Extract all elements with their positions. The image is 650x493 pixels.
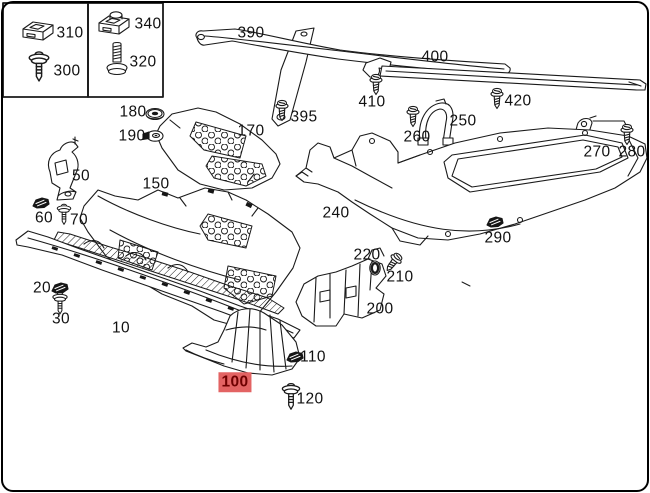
part-label-60[interactable]: 60 bbox=[34, 209, 54, 227]
part-label-220[interactable]: 220 bbox=[353, 246, 381, 264]
part-100-deflector-drawing[interactable] bbox=[182, 308, 301, 376]
part-label-180[interactable]: 180 bbox=[119, 103, 147, 121]
part-label-280[interactable]: 280 bbox=[618, 143, 646, 161]
part-label-190[interactable]: 190 bbox=[118, 127, 146, 145]
part-label-70[interactable]: 70 bbox=[69, 211, 89, 229]
part-label-310[interactable]: 310 bbox=[56, 24, 84, 42]
part-label-170[interactable]: 170 bbox=[237, 122, 265, 140]
part-label-20[interactable]: 20 bbox=[32, 279, 52, 297]
part-label-110[interactable]: 110 bbox=[300, 348, 326, 366]
part-label-410[interactable]: 410 bbox=[358, 93, 386, 111]
part-250-bracket-drawing[interactable] bbox=[417, 98, 454, 146]
part-label-50[interactable]: 50 bbox=[71, 167, 91, 185]
part-label-120[interactable]: 120 bbox=[296, 390, 324, 408]
part-320-bolt-icon[interactable] bbox=[106, 41, 128, 76]
part-label-150[interactable]: 150 bbox=[142, 175, 170, 193]
part-label-200[interactable]: 200 bbox=[366, 300, 394, 318]
part-label-290[interactable]: 290 bbox=[484, 229, 512, 247]
part-label-100[interactable]: 100 bbox=[218, 372, 252, 392]
part-label-340[interactable]: 340 bbox=[134, 15, 162, 33]
part-label-420[interactable]: 420 bbox=[504, 92, 532, 110]
part-50-bracket-drawing[interactable] bbox=[47, 136, 79, 201]
inset-box-small-parts-2 bbox=[87, 2, 164, 98]
part-label-30[interactable]: 30 bbox=[51, 310, 71, 328]
part-label-395[interactable]: 395 bbox=[290, 108, 318, 126]
part-200-bracket-drawing[interactable] bbox=[295, 247, 387, 327]
part-10-panel-drawing[interactable] bbox=[15, 230, 301, 339]
part-label-390[interactable]: 390 bbox=[237, 24, 265, 42]
part-340-cage-nut-icon[interactable] bbox=[98, 11, 130, 35]
part-label-210[interactable]: 210 bbox=[386, 268, 414, 286]
part-label-300[interactable]: 300 bbox=[53, 62, 81, 80]
part-label-260[interactable]: 260 bbox=[403, 128, 431, 146]
part-label-270[interactable]: 270 bbox=[583, 143, 611, 161]
part-label-250[interactable]: 250 bbox=[449, 112, 477, 130]
part-label-400[interactable]: 400 bbox=[421, 48, 449, 66]
part-400-bar-drawing[interactable] bbox=[362, 57, 647, 91]
part-label-240[interactable]: 240 bbox=[322, 204, 350, 222]
part-170-mat-drawing[interactable] bbox=[155, 107, 281, 191]
part-label-320[interactable]: 320 bbox=[129, 53, 157, 71]
part-label-10[interactable]: 10 bbox=[111, 319, 131, 337]
